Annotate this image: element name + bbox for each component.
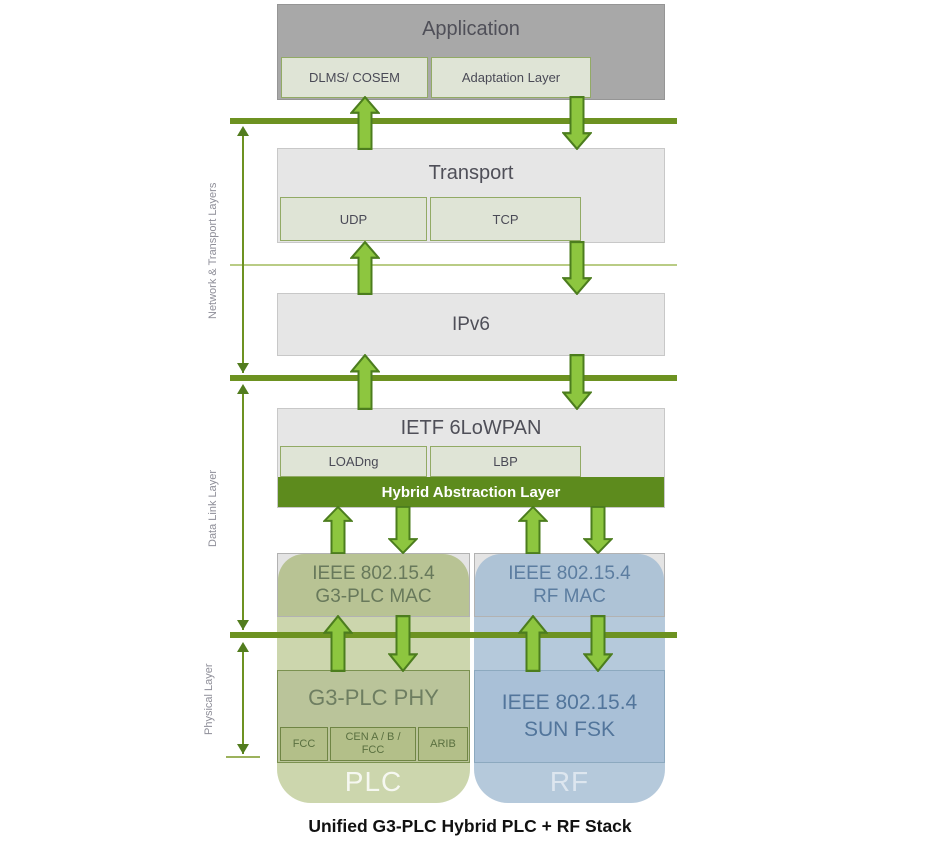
- application-box: Application DLMS/ COSEM Adaptation Layer: [277, 4, 665, 100]
- lowpan-title: IETF 6LoWPAN: [400, 417, 542, 439]
- cen-box: CEN A / B / FCC: [330, 727, 416, 761]
- dimension-arrowhead: [237, 620, 249, 630]
- dimension-end-bar: [226, 756, 260, 758]
- dimension-line-network-transport: [242, 128, 244, 373]
- rf-phy-line2: SUN FSK: [523, 717, 615, 741]
- lowpan-box: IETF 6LoWPAN LOADng LBP Hybrid Abstracti…: [277, 408, 665, 508]
- arrow-down-icon: [388, 615, 418, 672]
- arib-box: ARIB: [418, 727, 468, 761]
- dlms-cosem-box: DLMS/ COSEM: [281, 57, 428, 98]
- separator-line-bottom: [230, 632, 677, 638]
- side-label-data-link: Data Link Layer: [207, 469, 219, 547]
- application-title: Application: [422, 18, 520, 40]
- arrow-up-icon: [350, 354, 380, 410]
- loadng-box: LOADng: [280, 446, 427, 477]
- arrow-down-icon: [562, 241, 592, 295]
- fcc-box: FCC: [280, 727, 328, 761]
- plc-mac-line1: IEEE 802.15.4: [312, 562, 435, 584]
- arrow-up-icon: [350, 241, 380, 295]
- arrow-up-icon: [518, 506, 548, 554]
- plc-mac-label: IEEE 802.15.4 G3-PLC MAC: [278, 554, 469, 616]
- dimension-arrowhead: [237, 384, 249, 394]
- udp-box: UDP: [280, 197, 427, 241]
- transport-title: Transport: [428, 162, 514, 184]
- side-label-network-transport: Network & Transport Layers: [207, 182, 219, 319]
- dimension-arrowhead: [237, 744, 249, 754]
- separator-line-thin: [230, 264, 677, 266]
- rf-panel-label: RF: [549, 766, 590, 797]
- rf-mac-label: IEEE 802.15.4 RF MAC: [475, 554, 664, 616]
- ipv6-title: IPv6: [451, 313, 491, 335]
- rf-mac-line1: IEEE 802.15.4: [508, 562, 631, 584]
- adaptation-layer-box: Adaptation Layer: [431, 57, 591, 98]
- arrow-up-icon: [323, 615, 353, 672]
- arrow-down-icon: [388, 506, 418, 554]
- arrow-down-icon: [562, 354, 592, 410]
- arrow-down-icon: [583, 506, 613, 554]
- side-label-physical: Physical Layer: [203, 663, 215, 735]
- dimension-line-data-link: [242, 386, 244, 630]
- rf-phy-line1: IEEE 802.15.4: [501, 691, 638, 715]
- rf-mac-box: IEEE 802.15.4 RF MAC: [474, 553, 665, 617]
- hybrid-abstraction-layer-bar: Hybrid Abstraction Layer: [278, 477, 664, 507]
- plc-phy-title: G3-PLC PHY: [308, 685, 439, 710]
- dimension-line-physical: [242, 644, 244, 754]
- lbp-box: LBP: [430, 446, 581, 477]
- arrow-up-icon: [350, 96, 380, 150]
- rf-mac-line2: RF MAC: [533, 586, 606, 607]
- dimension-arrowhead: [237, 642, 249, 652]
- rf-phy-box: IEEE 802.15.4 SUN FSK: [474, 670, 665, 763]
- diagram-caption: Unified G3-PLC Hybrid PLC + RF Stack: [308, 816, 632, 836]
- transport-box: Transport UDP TCP: [277, 148, 665, 243]
- dimension-arrowhead: [237, 126, 249, 136]
- plc-phy-box: G3-PLC PHY FCC CEN A / B / FCC ARIB: [277, 670, 470, 763]
- plc-mac-box: IEEE 802.15.4 G3-PLC MAC: [277, 553, 470, 617]
- separator-line-middle: [230, 375, 677, 381]
- tcp-box: TCP: [430, 197, 581, 241]
- arrow-down-icon: [562, 96, 592, 150]
- dimension-arrowhead: [237, 363, 249, 373]
- plc-panel-label: PLC: [344, 766, 403, 797]
- separator-line-top: [230, 118, 677, 124]
- plc-mac-line2: G3-PLC MAC: [315, 586, 432, 607]
- arrow-up-icon: [323, 506, 353, 554]
- arrow-down-icon: [583, 615, 613, 672]
- ipv6-box: IPv6: [277, 293, 665, 356]
- arrow-up-icon: [518, 615, 548, 672]
